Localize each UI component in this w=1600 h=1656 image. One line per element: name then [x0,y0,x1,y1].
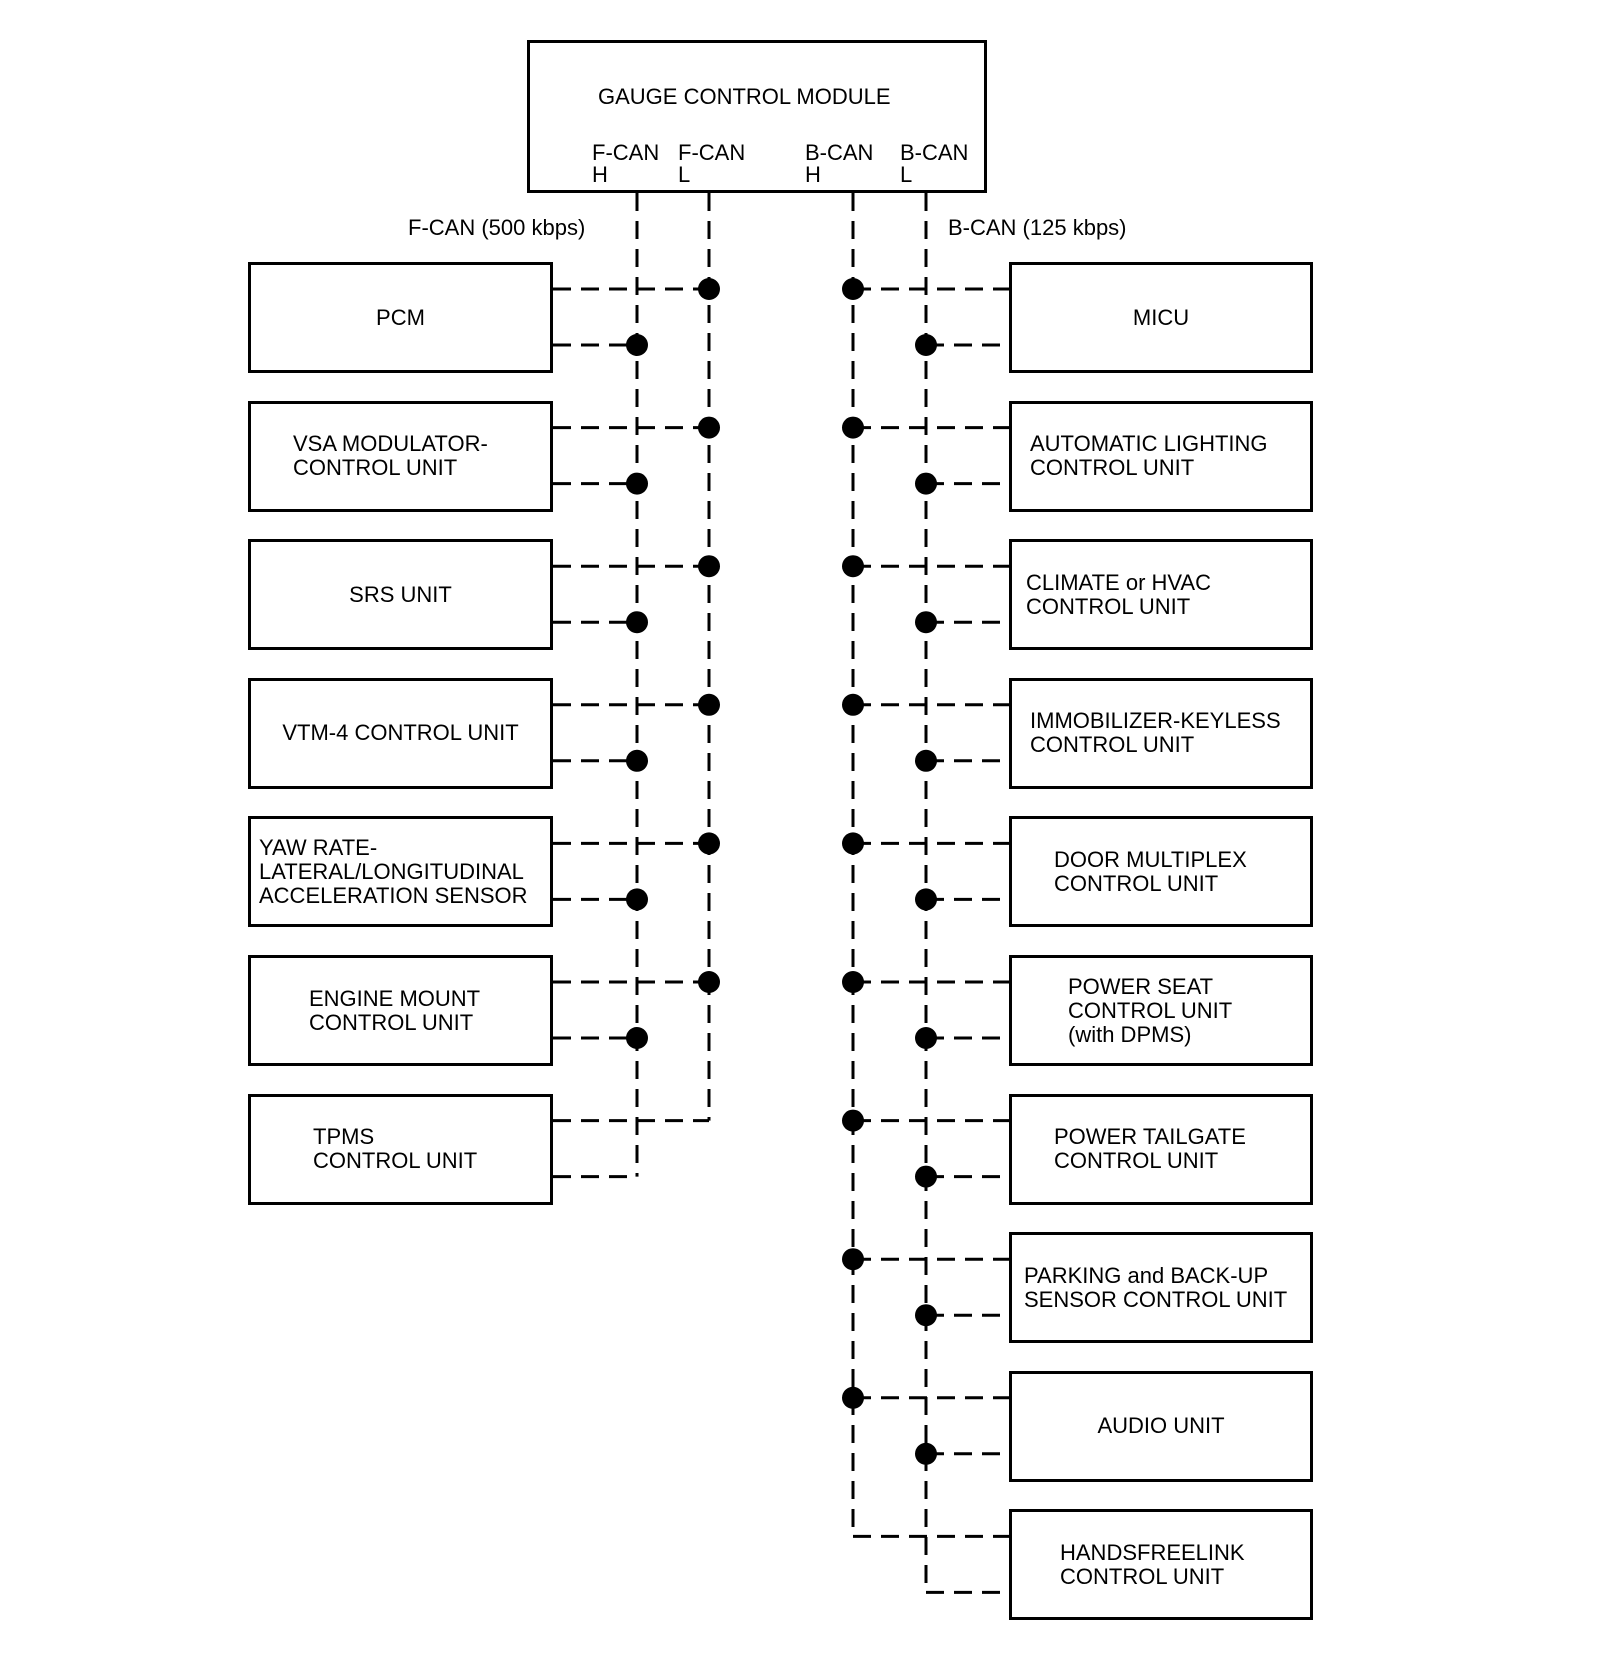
left-unit-box: PCM [248,262,553,373]
right-unit-label: CLIMATE or HVAC [1026,569,1211,595]
pin-bcan-l-sub: L [900,162,913,187]
pin-bcan-l-name: B-CAN [900,140,969,165]
left-unit-label: ENGINE MOUNT [309,985,481,1011]
left-unit-label: CONTROL UNIT [313,1148,478,1174]
right-unit-label: DOOR MULTIPLEX [1054,846,1247,872]
left-unit-label: CONTROL UNIT [309,1009,474,1035]
pin-fcan-l-sub: L [678,162,691,187]
left-unit-label: VSA MODULATOR- [293,431,488,457]
left-unit-label: ACCELERATION SENSOR [259,882,528,908]
right-unit-box: MICU [1009,262,1313,373]
left-unit-label: YAW RATE- [259,834,378,860]
right-unit-label: CONTROL UNIT [1054,870,1219,896]
fcan-bus-label: F-CAN (500 kbps) [408,215,586,240]
gauge-control-module: GAUGE CONTROL MODULE F-CAN H F-CAN L B-C… [527,40,987,193]
left-unit-label: CONTROL UNIT [293,455,458,481]
gauge-module-title: GAUGE CONTROL MODULE [598,84,891,109]
left-unit-label: SRS UNIT [349,581,452,607]
right-unit-label: AUDIO UNIT [1097,1413,1225,1439]
left-unit-label: PCM [376,304,425,330]
left-unit-box: VTM-4 CONTROL UNIT [248,677,553,789]
left-unit-label: VTM-4 CONTROL UNIT [282,720,519,746]
right-unit-label: SENSOR CONTROL UNIT [1024,1286,1288,1312]
left-unit-label: TPMS [313,1124,375,1150]
right-unit-label: IMMOBILIZER-KEYLESS [1030,708,1281,734]
right-unit-label: AUTOMATIC LIGHTING [1030,431,1268,457]
pin-bcan-h-name: B-CAN [805,140,874,165]
pin-fcan-h-name: F-CAN [592,140,660,165]
bcan-bus-label: B-CAN (125 kbps) [948,215,1127,240]
right-unit-label: HANDSFREELINK [1060,1539,1245,1565]
right-unit-label: CONTROL UNIT [1030,455,1195,481]
pin-fcan-h-sub: H [592,162,608,187]
left-unit-box: SRS UNIT [248,539,553,651]
right-unit-box: AUDIO UNIT [1009,1370,1313,1482]
right-unit-label: PARKING and BACK-UP [1024,1262,1269,1288]
right-unit-label: POWER SEAT [1068,973,1214,999]
left-unit-box: VSA MODULATOR-CONTROL UNIT [248,400,553,512]
right-unit-label: (with DPMS) [1068,1021,1192,1047]
right-unit-label: MICU [1132,304,1190,330]
pin-fcan-l-name: F-CAN [678,140,746,165]
left-unit-label: LATERAL/LONGITUDINAL [259,858,524,884]
right-unit-label: CONTROL UNIT [1060,1563,1225,1589]
right-unit-label: CONTROL UNIT [1068,997,1233,1023]
right-unit-label: CONTROL UNIT [1026,593,1191,619]
right-unit-label: CONTROL UNIT [1030,732,1195,758]
right-unit-label: POWER TAILGATE [1054,1124,1246,1150]
pin-bcan-h-sub: H [805,162,821,187]
right-unit-label: CONTROL UNIT [1054,1148,1219,1174]
